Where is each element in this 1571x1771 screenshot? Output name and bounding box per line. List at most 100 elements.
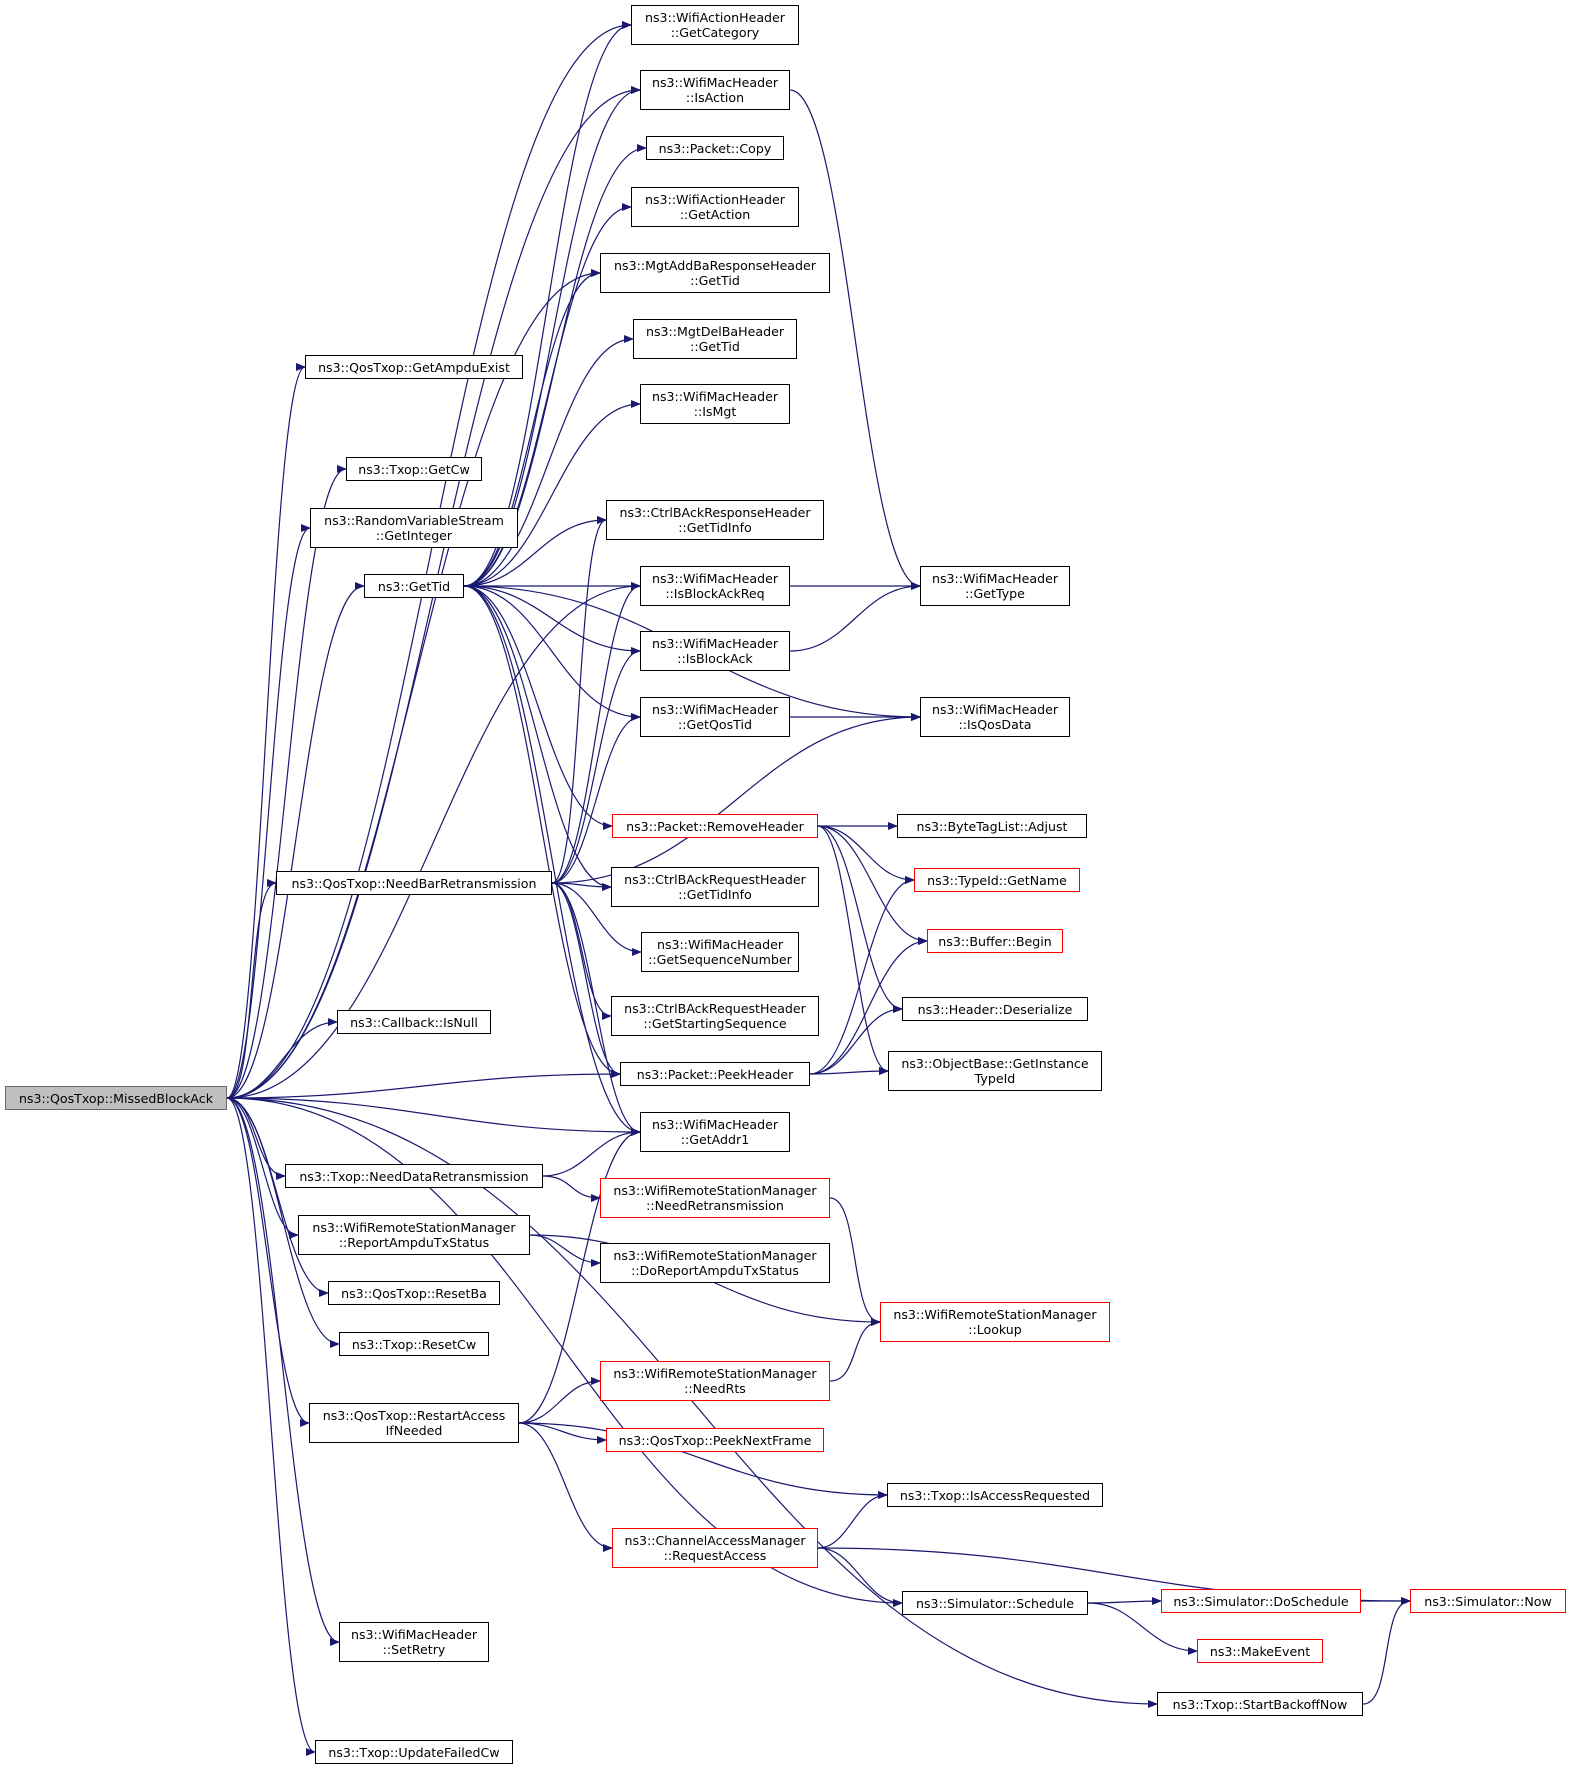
node-label-line: ns3::WifiMacHeader xyxy=(931,571,1058,586)
node-start-backoff[interactable]: ns3::Txop::StartBackoffNow xyxy=(1157,1692,1363,1716)
node-get-type[interactable]: ns3::WifiMacHeader::GetType xyxy=(920,566,1070,606)
edge-getTid-to-peekHeader xyxy=(463,585,621,1078)
node-remove-header[interactable]: ns3::Packet::RemoveHeader xyxy=(612,814,818,838)
node-label-line: ::GetCategory xyxy=(670,25,760,40)
edge-needBarRetx-to-getSeqNum xyxy=(551,882,642,956)
node-ctrl-req-tid-info[interactable]: ns3::CtrlBAckRequestHeader::GetTidInfo xyxy=(611,867,819,907)
node-is-access-requested[interactable]: ns3::Txop::IsAccessRequested xyxy=(887,1483,1103,1507)
node-get-addr1[interactable]: ns3::WifiMacHeader::GetAddr1 xyxy=(640,1112,790,1152)
edge-removeHeader-to-getInstanceTypeId xyxy=(817,825,889,1075)
node-label-line: ns3::WifiRemoteStationManager xyxy=(893,1307,1097,1322)
node-lookup[interactable]: ns3::WifiRemoteStationManager::Lookup xyxy=(880,1302,1110,1342)
node-label-line: ::IsQosData xyxy=(958,717,1032,732)
node-label-line: ns3::Txop::ResetCw xyxy=(351,1336,477,1352)
node-get-ampdu-exist[interactable]: ns3::QosTxop::GetAmpduExist xyxy=(305,355,523,379)
node-label-line: ::GetInteger xyxy=(375,528,453,543)
node-label-line: ::GetTidInfo xyxy=(678,520,752,535)
node-ctrl-resp-tid-info[interactable]: ns3::CtrlBAckResponseHeader::GetTidInfo xyxy=(606,500,824,540)
node-is-null[interactable]: ns3::Callback::IsNull xyxy=(337,1010,491,1034)
edge-peekHeader-to-deserialize xyxy=(809,1005,903,1075)
node-is-block-ack[interactable]: ns3::WifiMacHeader::IsBlockAck xyxy=(640,631,790,671)
node-peek-next-frame[interactable]: ns3::QosTxop::PeekNextFrame xyxy=(606,1428,824,1452)
edge-getTid-to-isMgt xyxy=(463,400,641,587)
node-get-category[interactable]: ns3::WifiActionHeader::GetCategory xyxy=(631,5,799,45)
node-label-line: ns3::GetTid xyxy=(377,578,451,594)
node-reset-cw[interactable]: ns3::Txop::ResetCw xyxy=(339,1332,489,1356)
node-label-line: ns3::Simulator::DoSchedule xyxy=(1173,1593,1349,1609)
node-deserialize[interactable]: ns3::Header::Deserialize xyxy=(902,997,1088,1021)
node-get-cw[interactable]: ns3::Txop::GetCw xyxy=(346,457,482,481)
node-get-seq-num[interactable]: ns3::WifiMacHeader::GetSequenceNumber xyxy=(641,932,799,972)
node-need-rts[interactable]: ns3::WifiRemoteStationManager::NeedRts xyxy=(600,1361,830,1401)
node-add-ba-get-tid[interactable]: ns3::MgtAddBaResponseHeader::GetTid xyxy=(600,253,830,293)
node-label-line: ::IsBlockAckReq xyxy=(665,586,765,601)
node-get-start-seq[interactable]: ns3::CtrlBAckRequestHeader::GetStartingS… xyxy=(611,996,819,1036)
edge-needBarRetx-to-isBlockAckReq xyxy=(551,582,641,884)
node-label-line: ns3::Packet::PeekHeader xyxy=(636,1066,794,1082)
edge-getTid-to-getAddr1 xyxy=(463,585,641,1136)
node-label-line: ns3::WifiMacHeader xyxy=(651,1117,778,1132)
node-buffer-begin[interactable]: ns3::Buffer::Begin xyxy=(927,929,1063,953)
node-get-integer[interactable]: ns3::RandomVariableStream::GetInteger xyxy=(310,508,518,548)
node-is-qos-data[interactable]: ns3::WifiMacHeader::IsQosData xyxy=(920,697,1070,737)
node-is-mgt[interactable]: ns3::WifiMacHeader::IsMgt xyxy=(640,384,790,424)
edge-root-to-startBackoff xyxy=(226,1097,1158,1708)
node-do-schedule[interactable]: ns3::Simulator::DoSchedule xyxy=(1161,1589,1361,1613)
node-label-line: ns3::WifiRemoteStationManager xyxy=(613,1248,817,1263)
node-rsm-need-retx[interactable]: ns3::WifiRemoteStationManager::NeedRetra… xyxy=(600,1178,830,1218)
edge-startBackoff-to-now xyxy=(1362,1597,1411,1705)
node-get-action[interactable]: ns3::WifiActionHeader::GetAction xyxy=(631,187,799,227)
edge-root-to-peekHeader xyxy=(226,1070,621,1099)
node-label-line: ns3::CtrlBAckRequestHeader xyxy=(624,872,806,887)
node-label-line: ns3::WifiMacHeader xyxy=(651,636,778,651)
node-update-failed-cw[interactable]: ns3::Txop::UpdateFailedCw xyxy=(315,1740,513,1764)
node-request-access[interactable]: ns3::ChannelAccessManager::RequestAccess xyxy=(612,1528,818,1568)
node-label-line: ns3::Simulator::Now xyxy=(1424,1593,1552,1609)
node-label-line: ::GetSequenceNumber xyxy=(648,952,792,967)
node-label-line: ns3::WifiMacHeader xyxy=(931,702,1058,717)
node-reset-ba[interactable]: ns3::QosTxop::ResetBa xyxy=(328,1281,500,1305)
node-is-action[interactable]: ns3::WifiMacHeader::IsAction xyxy=(640,70,790,110)
edge-peekHeader-to-bufferBegin xyxy=(809,937,928,1075)
node-label-line: ::Lookup xyxy=(968,1322,1022,1337)
edge-schedule-to-makeEvent xyxy=(1087,1602,1198,1655)
edge-root-to-getAddr1 xyxy=(226,1097,641,1136)
node-adjust[interactable]: ns3::ByteTagList::Adjust xyxy=(897,814,1087,838)
node-label-line: ns3::Txop::NeedDataRetransmission xyxy=(299,1168,529,1184)
edge-root-to-getCategory xyxy=(226,21,632,1099)
node-label-line: ::GetTid xyxy=(690,339,740,354)
node-label-line: ns3::MgtDelBaHeader xyxy=(646,324,784,339)
node-packet-copy[interactable]: ns3::Packet::Copy xyxy=(646,136,784,160)
node-report-ampdu[interactable]: ns3::WifiRemoteStationManager::ReportAmp… xyxy=(298,1215,530,1255)
node-is-block-ack-req[interactable]: ns3::WifiMacHeader::IsBlockAckReq xyxy=(640,566,790,606)
node-do-report-ampdu[interactable]: ns3::WifiRemoteStationManager::DoReportA… xyxy=(600,1243,830,1283)
node-del-ba-get-tid[interactable]: ns3::MgtDelBaHeader::GetTid xyxy=(633,319,797,359)
node-schedule[interactable]: ns3::Simulator::Schedule xyxy=(902,1591,1088,1615)
edge-root-to-isBlockAckReq xyxy=(226,582,641,1099)
edge-restartAccess-to-needRts xyxy=(518,1377,601,1424)
node-need-bar-retx[interactable]: ns3::QosTxop::NeedBarRetransmission xyxy=(276,871,552,895)
node-label-line: ns3::CtrlBAckRequestHeader xyxy=(624,1001,806,1016)
node-type-id-get-name[interactable]: ns3::TypeId::GetName xyxy=(914,868,1080,892)
edge-root-to-getInteger xyxy=(226,524,311,1099)
node-label-line: ns3::QosTxop::NeedBarRetransmission xyxy=(291,875,537,891)
node-label-line: ns3::Txop::IsAccessRequested xyxy=(899,1487,1091,1503)
node-label-line: ns3::QosTxop::MissedBlockAck xyxy=(18,1090,214,1106)
node-label-line: ::SetRetry xyxy=(382,1642,446,1657)
node-label-line: ns3::WifiActionHeader xyxy=(645,192,785,207)
node-need-data-retx[interactable]: ns3::Txop::NeedDataRetransmission xyxy=(285,1164,543,1188)
node-label-line: ns3::WifiRemoteStationManager xyxy=(613,1183,817,1198)
node-now[interactable]: ns3::Simulator::Now xyxy=(1410,1589,1566,1613)
node-make-event[interactable]: ns3::MakeEvent xyxy=(1197,1639,1323,1663)
node-set-retry[interactable]: ns3::WifiMacHeader::SetRetry xyxy=(339,1622,489,1662)
node-peek-header[interactable]: ns3::Packet::PeekHeader xyxy=(620,1062,810,1086)
node-get-tid[interactable]: ns3::GetTid xyxy=(364,574,464,598)
node-get-qos-tid[interactable]: ns3::WifiMacHeader::GetQosTid xyxy=(640,697,790,737)
edge-getTid-to-getQosTid xyxy=(463,585,641,721)
edge-needDataRetx-to-getAddr1 xyxy=(542,1128,641,1177)
node-label-line: ns3::WifiMacHeader xyxy=(656,937,783,952)
edge-needBarRetx-to-peekHeader xyxy=(551,882,621,1078)
